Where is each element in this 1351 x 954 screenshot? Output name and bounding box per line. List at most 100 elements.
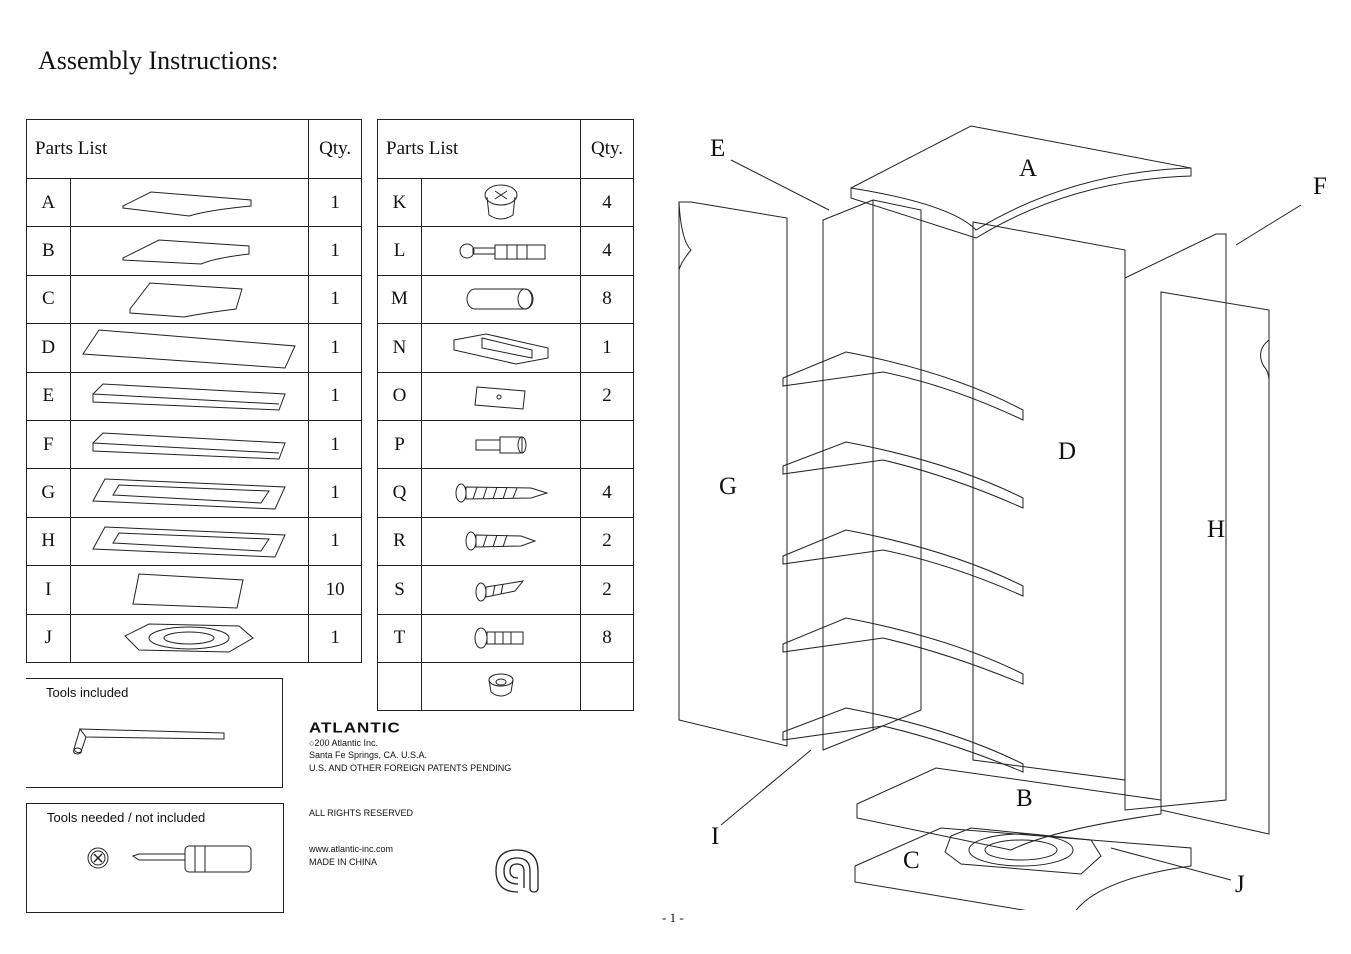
label-e: E — [710, 135, 725, 162]
shelf-pin-icon — [421, 419, 581, 470]
wood-dowel-icon — [421, 274, 581, 325]
brand-web-block: www.atlantic-inc.com MADE IN CHINA — [309, 843, 393, 868]
tools-needed-title: Tools needed / not included — [47, 810, 206, 825]
panel-top-icon — [69, 177, 310, 228]
label-d: D — [1058, 438, 1076, 465]
top-panel-a — [850, 125, 1192, 239]
part-letter: O — [377, 371, 422, 421]
part-letter: G — [26, 468, 71, 518]
part-letter — [377, 661, 422, 712]
brand-mark-icon — [495, 849, 539, 893]
part-qty: 1 — [308, 226, 362, 276]
part-letter: D — [26, 323, 71, 373]
back-panel-d — [972, 221, 1126, 781]
leader-line-e — [730, 159, 830, 211]
shelves-i — [782, 351, 1024, 773]
magnetic-catch-icon — [421, 323, 581, 373]
part-letter: Q — [377, 468, 422, 518]
swivel-plate-j — [944, 827, 1102, 875]
part-qty: 1 — [308, 371, 362, 421]
flat-bolt-icon — [421, 613, 581, 663]
side-panel-icon — [69, 419, 310, 470]
part-qty: 1 — [308, 468, 362, 518]
part-letter: E — [26, 371, 71, 421]
bottom-panel-c — [854, 827, 1192, 910]
part-qty: 4 — [580, 468, 634, 518]
parts-list-header: Parts List — [25, 119, 310, 179]
door-g — [678, 201, 788, 747]
part-qty: 1 — [308, 516, 362, 567]
panel-bottom-icon — [69, 274, 310, 325]
part-qty: 1 — [308, 177, 362, 228]
long-screw-icon — [421, 468, 581, 518]
door-h — [1160, 291, 1270, 835]
part-qty: 1 — [308, 419, 362, 470]
parts-row — [377, 661, 634, 712]
medium-screw-icon — [421, 516, 581, 567]
part-letter: A — [26, 177, 71, 228]
label-i: I — [711, 823, 719, 850]
part-letter: R — [377, 516, 422, 567]
label-h: H — [1207, 516, 1225, 543]
label-j: J — [1235, 871, 1245, 898]
brand-address: Santa Fe Springs, CA. U.S.A. — [309, 750, 428, 760]
brand-patents: U.S. AND OTHER FOREIGN PATENTS PENDING — [309, 762, 512, 773]
label-f: F — [1313, 173, 1327, 200]
part-letter: J — [26, 613, 71, 663]
side-panel-e — [822, 199, 874, 751]
parts-row: P — [377, 419, 634, 470]
qty-header: Qty. — [580, 119, 634, 179]
part-qty: 1 — [308, 323, 362, 373]
tools-included-title: Tools included — [46, 685, 129, 700]
brand-block: ATLANTIC ○200 Atlantic Inc. Santa Fe Spr… — [309, 721, 512, 774]
part-letter: T — [377, 613, 422, 663]
parts-list-header: Parts List — [377, 119, 581, 179]
tools-needed-box: Tools needed / not included — [26, 803, 284, 913]
part-letter: B — [26, 226, 71, 276]
side-panel-f — [1124, 233, 1227, 811]
made-in: MADE IN CHINA — [309, 856, 378, 867]
part-qty: 1 — [308, 613, 362, 663]
part-qty — [580, 419, 634, 470]
side-panel-icon — [69, 371, 310, 421]
brand-website: www.atlantic-inc.com — [309, 844, 394, 854]
panel-base-icon — [69, 226, 310, 276]
part-letter: C — [26, 274, 71, 325]
part-qty: 8 — [580, 613, 634, 663]
screwdriver-icon — [87, 845, 252, 873]
label-c: C — [903, 847, 920, 874]
part-letter: P — [377, 419, 422, 470]
part-qty: 2 — [580, 516, 634, 567]
tools-included-box: Tools included — [26, 678, 283, 788]
cam-bolt-icon — [421, 226, 581, 276]
part-qty: 2 — [580, 565, 634, 615]
part-qty: 8 — [580, 274, 634, 325]
allen-key-icon — [73, 728, 225, 755]
assembly-diagram: A B C D E F G H I J — [678, 125, 1327, 910]
part-qty: 4 — [580, 177, 634, 228]
door-panel-icon — [69, 516, 310, 567]
cam-lock-icon — [421, 177, 581, 228]
part-letter: M — [377, 274, 422, 325]
page-title: Assembly Instructions: — [38, 46, 279, 75]
label-a: A — [1019, 155, 1037, 182]
part-qty: 1 — [308, 274, 362, 325]
part-qty — [580, 661, 634, 712]
base-panel-b — [856, 767, 1162, 851]
part-letter: L — [377, 226, 422, 276]
part-letter: I — [26, 565, 71, 615]
brand-copyright: ○200 Atlantic Inc. — [309, 737, 378, 748]
